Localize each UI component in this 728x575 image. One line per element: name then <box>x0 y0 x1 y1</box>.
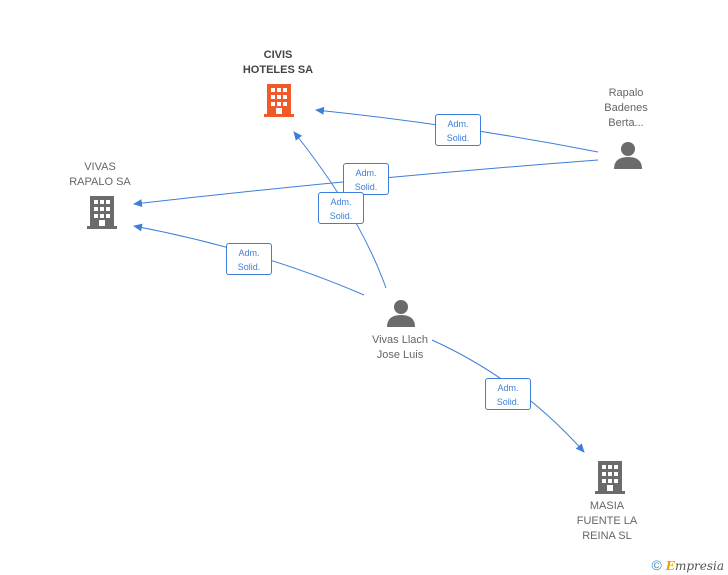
node-label-line: Jose Luis <box>376 349 424 361</box>
edge-label-text: Solid. <box>329 211 353 221</box>
building-icon <box>595 461 625 494</box>
edge-label-text: Solid. <box>496 397 520 407</box>
node-label-line: Vivas Llach <box>371 334 429 346</box>
edge-label-llach-masia[interactable]: Adm. Solid. <box>485 378 531 410</box>
building-icon <box>264 84 294 117</box>
edge-label-text: Solid. <box>354 182 378 192</box>
node-label-vivas-rapalo[interactable]: VIVAS RAPALO SA <box>52 160 148 190</box>
node-label-line: VIVAS <box>84 161 116 173</box>
edge-label-text: Adm. <box>355 168 377 178</box>
node-label-masia[interactable]: MASIA FUENTE LA REINA SL <box>562 499 652 544</box>
edge-label-llach-vivas-rapalo[interactable]: Adm. Solid. <box>226 243 272 275</box>
edge-label-text: Solid. <box>446 133 470 143</box>
edge-label-rapalo-vivas-rapalo[interactable]: Adm. Solid. <box>343 163 389 195</box>
brand-logo-e: E <box>665 559 675 573</box>
edge-label-text: Adm. <box>447 119 469 129</box>
brand-logo-text: mpresia <box>674 559 724 573</box>
edge-label-rapalo-civis[interactable]: Adm. Solid. <box>435 114 481 146</box>
edge-label-text: Adm. <box>497 383 519 393</box>
edge-label-llach-civis[interactable]: Adm. Solid. <box>318 192 364 224</box>
node-label-line: Rapalo <box>608 87 644 99</box>
edge-label-text: Adm. <box>238 248 260 258</box>
edge-label-text: Adm. <box>330 197 352 207</box>
node-label-line: MASIA <box>589 500 625 512</box>
node-label-line: REINA SL <box>582 530 632 542</box>
footer-brand: ©Empresia <box>651 557 724 573</box>
node-label-rapalo-badenes[interactable]: Rapalo Badenes Berta... <box>588 86 664 131</box>
person-icon <box>614 142 642 169</box>
copyright-icon: © <box>651 557 662 573</box>
building-icon <box>87 196 117 229</box>
node-label-civis[interactable]: CIVIS HOTELES SA <box>230 48 326 78</box>
node-label-line: FUENTE LA <box>576 515 638 527</box>
node-label-vivas-llach[interactable]: Vivas Llach Jose Luis <box>352 333 448 363</box>
node-label-line: RAPALO SA <box>69 176 131 188</box>
node-label-line: HOTELES SA <box>242 64 314 76</box>
node-label-line: Berta... <box>608 117 644 129</box>
edge-label-text: Solid. <box>237 262 261 272</box>
person-icon <box>387 300 415 327</box>
node-label-line: Badenes <box>604 102 648 114</box>
node-label-line: CIVIS <box>263 49 293 61</box>
